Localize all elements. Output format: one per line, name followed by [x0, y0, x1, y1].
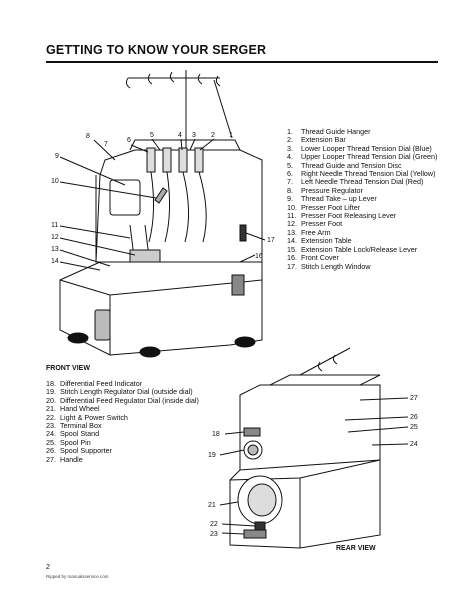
front-callout-6: 6 — [127, 137, 131, 144]
list-item: 3.Lower Looper Thread Tension Dial (Blue… — [287, 143, 432, 153]
front-callout-12: 12 — [51, 234, 59, 241]
front-view-parts-list: 1.Thread Guide Hanger 2.Extension Bar 3.… — [287, 127, 445, 271]
front-callout-1: 1 — [229, 132, 233, 139]
front-view-caption: FRONT VIEW — [46, 365, 90, 372]
front-callout-17: 17 — [267, 237, 275, 244]
list-item: 13.Free Arm — [287, 227, 331, 237]
list-item: 11.Presser Foot Releasing Lever — [287, 211, 397, 221]
list-item: 1.Thread Guide Hanger — [287, 127, 371, 136]
rear-view-parts-list: 18.Differential Feed Indicator 19.Stitch… — [46, 379, 226, 464]
list-item: 17.Stitch Length Window — [287, 261, 371, 271]
list-item: 8.Pressure Regulator — [287, 185, 363, 195]
list-item: 2.Extension Bar — [287, 135, 346, 145]
page-number: 2 — [46, 564, 50, 571]
front-callout-4: 4 — [178, 132, 182, 139]
list-item: 12.Presser Foot — [287, 219, 343, 229]
title-rule — [46, 61, 438, 63]
front-callout-9: 9 — [55, 153, 59, 160]
list-item: 20.Differential Feed Regulator Dial (ins… — [46, 395, 199, 405]
list-item: 24.Spool Stand — [46, 429, 100, 439]
list-item: 5.Thread Guide and Tension Disc — [287, 160, 402, 170]
list-item: 23.Terminal Box — [46, 421, 102, 431]
list-item: 26.Spool Supporter — [46, 446, 112, 456]
list-item: 22.Light & Power Switch — [46, 412, 128, 422]
rear-callout-22: 22 — [210, 521, 218, 528]
list-item: 21.Hand Wheel — [46, 404, 100, 414]
front-callout-8: 8 — [86, 133, 90, 140]
front-callout-10: 10 — [51, 178, 59, 185]
list-item: 9.Thread Take – up Lever — [287, 194, 377, 204]
front-callout-5: 5 — [150, 132, 154, 139]
front-callout-11: 11 — [51, 222, 58, 229]
rear-callout-26: 26 — [410, 414, 418, 421]
list-item: 16.Front Cover — [287, 253, 339, 263]
list-item: 25.Spool Pin — [46, 437, 91, 447]
list-item: 18.Differential Feed Indicator — [46, 379, 143, 388]
list-item: 14.Extension Table — [287, 236, 352, 246]
rear-callout-21: 21 — [208, 502, 216, 509]
ripped-by-credit: Ripped by manualsservice.com — [46, 574, 109, 579]
list-item: 10.Presser Foot Lifter — [287, 202, 361, 212]
front-callout-2: 2 — [211, 132, 215, 139]
rear-callout-18: 18 — [212, 431, 220, 438]
rear-callout-27: 27 — [410, 395, 418, 402]
front-callout-7: 7 — [104, 141, 108, 148]
list-item: 15.Extension Table Lock/Release Lever — [287, 244, 418, 254]
front-callout-16: 16 — [255, 253, 263, 260]
rear-callout-23: 23 — [210, 531, 218, 538]
list-item: 19.Stitch Length Regulator Dial (outside… — [46, 387, 193, 397]
list-item: 7.Left Needle Thread Tension Dial (Red) — [287, 177, 424, 187]
page-title: GETTING TO KNOW YOUR SERGER — [46, 43, 267, 57]
rear-view-illustration — [219, 347, 409, 549]
rear-view-caption: REAR VIEW — [336, 545, 376, 552]
list-item: 27.Handle — [46, 454, 83, 464]
list-item: 6.Right Needle Thread Tension Dial (Yell… — [287, 169, 436, 179]
rear-callout-24: 24 — [410, 441, 418, 448]
front-callout-3: 3 — [192, 132, 196, 139]
front-callout-13: 13 — [51, 246, 59, 253]
rear-callout-25: 25 — [410, 424, 418, 431]
list-item: 4.Upper Looper Thread Tension Dial (Gree… — [287, 152, 438, 162]
front-callout-14: 14 — [51, 258, 59, 265]
rear-callout-19: 19 — [208, 452, 216, 459]
